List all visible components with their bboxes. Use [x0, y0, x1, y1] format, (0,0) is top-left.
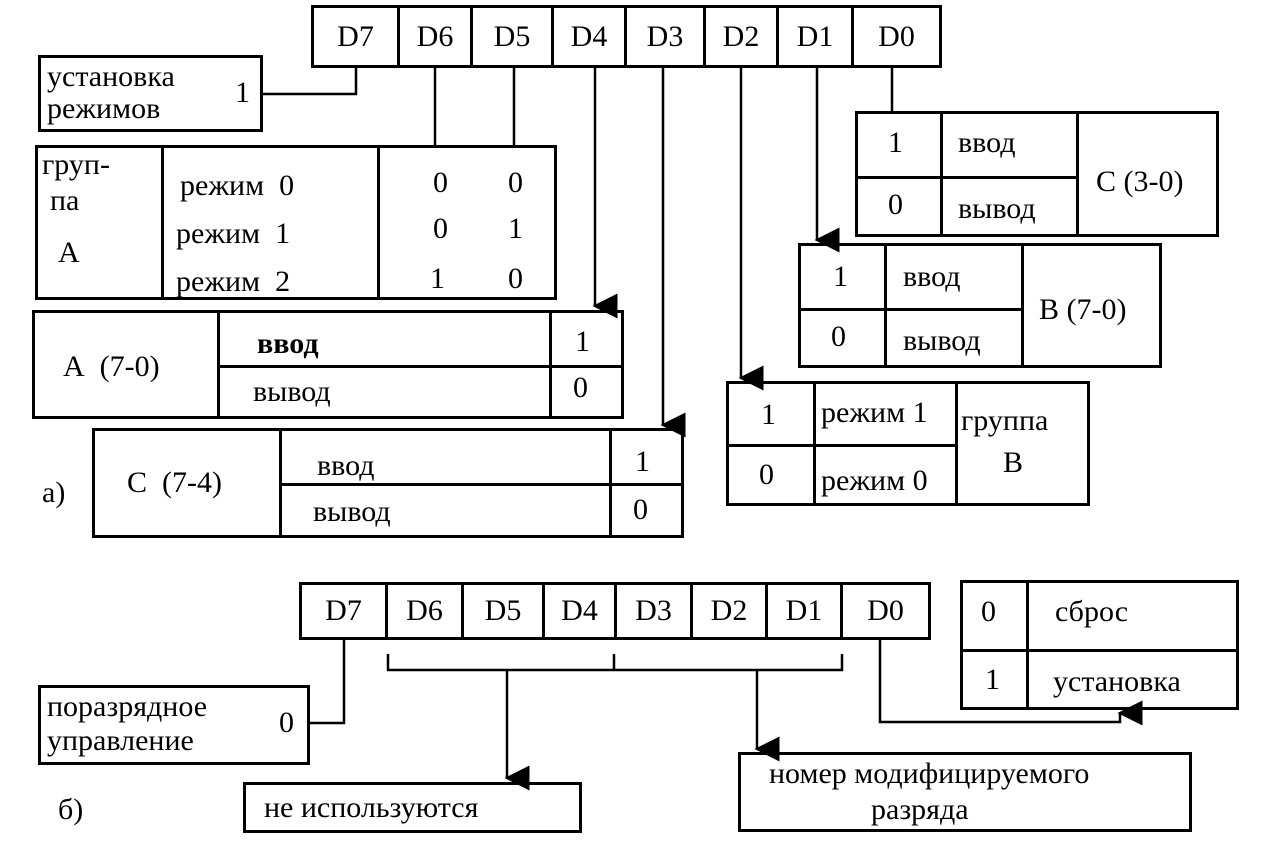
set-reset-l1: установка: [1053, 665, 1181, 698]
line-d7-mode-set: [263, 66, 358, 96]
group-a-r0-b1: 0: [433, 166, 448, 199]
group-a-title-line1: груп-: [42, 148, 110, 181]
unused-bits-box: не используются: [243, 782, 582, 833]
port-b-out: вывод: [903, 324, 981, 357]
port-c-upper-out-val: 0: [633, 493, 648, 526]
bit-control-label-line1: поразрядное: [47, 690, 208, 723]
bit-d5: D5: [473, 8, 554, 65]
mode-set-value: 1: [235, 76, 250, 109]
part-b-label: б): [58, 793, 84, 826]
bit-number-box: номер модифицируемого разряда: [738, 752, 1192, 832]
mode-set-label-line2: режимов: [47, 92, 161, 125]
port-c-lower-out-val: 0: [888, 188, 903, 221]
bit-b-d3: D3: [617, 585, 693, 637]
bit-d0: D0: [878, 19, 915, 53]
group-a-r1-b2: 1: [508, 212, 523, 245]
bit-number-line1: номер модифицируемого: [769, 757, 1090, 790]
bit-d6: D6: [400, 8, 473, 65]
port-b-in-val: 1: [833, 260, 848, 293]
control-word-register-b: D7 D6 D5 D4 D3 D2 D1 D0: [299, 582, 931, 640]
port-a-out: вывод: [253, 375, 331, 408]
port-c-upper-table: С (7-4) ввод вывод 1 0: [92, 428, 684, 538]
bracket-unused: [386, 654, 844, 672]
bit-d2: D2: [706, 8, 779, 65]
bit-b-d0: D0: [867, 594, 904, 627]
port-b-out-val: 0: [831, 320, 846, 353]
group-a-r2-b1: 1: [430, 262, 445, 295]
control-word-register-a: D7 D6 D5 D4 D3 D2 D1 D0: [311, 5, 942, 68]
group-a-title-line2: па: [50, 184, 80, 217]
bit-b-d4: D4: [545, 585, 617, 637]
unused-bits-label: не используются: [264, 791, 479, 824]
port-c-lower-table: 1 0 ввод вывод С (3-0): [855, 111, 1219, 237]
set-reset-v1: 1: [985, 663, 1000, 696]
set-reset-l0: сброс: [1055, 595, 1129, 628]
part-a-label: а): [42, 476, 66, 509]
bit-b-d5: D5: [464, 585, 545, 637]
port-a-in-val: 1: [575, 325, 590, 358]
bit-b-d7: D7: [302, 585, 388, 637]
bit-control-value: 0: [279, 706, 294, 739]
group-a-mode-2: режим 2: [176, 265, 291, 298]
port-a-out-val: 0: [573, 371, 588, 404]
port-a-table: А (7-0) ввод вывод 1 0: [32, 310, 624, 419]
group-b-m0: режим 0: [821, 464, 928, 497]
bit-number-line2: разряда: [871, 793, 969, 826]
group-a-r2-b2: 0: [508, 262, 523, 295]
line-b-d7-bit-control: [310, 640, 346, 725]
port-b-in: ввод: [903, 260, 961, 293]
port-c-lower-in-val: 1: [888, 126, 903, 159]
bit-b-d2: D2: [693, 585, 768, 637]
bit-d3: D3: [627, 8, 706, 65]
port-c-upper-in-val: 1: [635, 445, 650, 478]
group-a-mode-1: режим 1: [176, 217, 291, 250]
port-c-lower-out: вывод: [958, 192, 1036, 225]
bit-control-label-line2: управление: [47, 724, 194, 757]
port-a-name: А (7-0): [63, 350, 160, 383]
bit-b-d1: D1: [768, 585, 843, 637]
bit-d4: D4: [554, 8, 627, 65]
bit-b-d6: D6: [388, 585, 464, 637]
port-a-in: ввод: [257, 327, 319, 360]
group-b-v0: 0: [759, 458, 774, 491]
port-c-upper-name: С (7-4): [127, 466, 222, 499]
group-a-title-line3: А: [58, 236, 80, 269]
port-c-upper-out: вывод: [313, 495, 391, 528]
port-c-lower-in: ввод: [958, 126, 1016, 159]
group-a-mode-0: режим 0: [180, 169, 295, 202]
group-b-m1: режим 1: [821, 396, 928, 429]
group-a-r1-b1: 0: [433, 212, 448, 245]
bit-d7: D7: [314, 8, 400, 65]
set-reset-table: 0 сброс 1 установка: [960, 580, 1239, 710]
group-a-r0-b2: 0: [508, 166, 523, 199]
mode-set-flag-box: установка режимов 1: [38, 55, 263, 132]
group-b-v1: 1: [761, 398, 776, 431]
group-b-title-line1: группа: [961, 404, 1049, 437]
mode-set-label-line1: установка: [47, 60, 175, 93]
group-a-mode-table: груп- па А режим 0 режим 1 режим 2 0 0 0…: [35, 145, 557, 300]
group-b-title-line2: В: [1003, 446, 1024, 479]
port-c-lower-name: С (3-0): [1096, 165, 1184, 198]
port-c-upper-in: ввод: [317, 449, 375, 482]
port-b-table: 1 0 ввод вывод В (7-0): [798, 243, 1162, 368]
group-b-mode-table: 1 0 режим 1 режим 0 группа В: [726, 381, 1090, 506]
port-b-name: В (7-0): [1039, 293, 1127, 326]
bit-control-flag-box: поразрядное управление 0: [38, 685, 310, 765]
bit-d1: D1: [779, 8, 854, 65]
set-reset-v0: 0: [981, 595, 996, 628]
